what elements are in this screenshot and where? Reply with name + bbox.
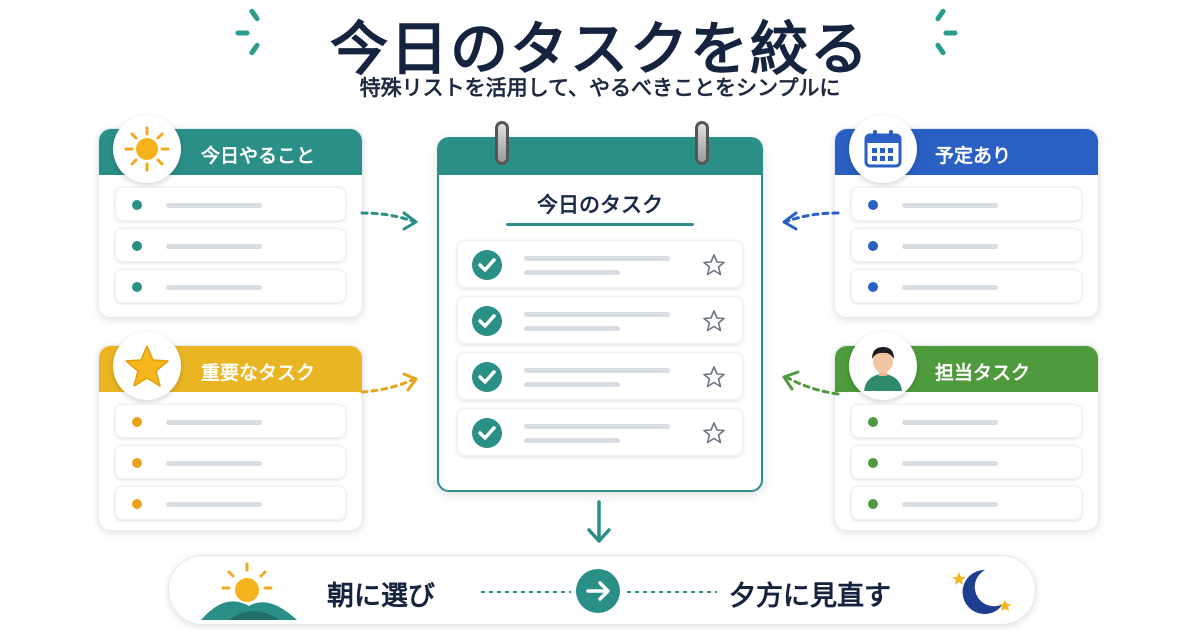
- moon-stars-icon: [952, 569, 1011, 614]
- list-item: [115, 269, 346, 303]
- page-title: 今日のタスクを絞る: [329, 15, 870, 83]
- title-underline: [506, 223, 694, 226]
- list-item: [115, 445, 346, 479]
- sun-icon: [113, 115, 181, 183]
- list-card-important-label: 重要なタスク: [201, 362, 316, 384]
- arrow-down-icon: [587, 500, 611, 543]
- check-icon[interactable]: [472, 362, 502, 392]
- calendar-icon: [849, 115, 917, 183]
- list-card-assigned[interactable]: 担当タスク: [834, 332, 1099, 531]
- dashed-line-left: [481, 591, 571, 593]
- star-outline-icon[interactable]: [702, 309, 726, 333]
- list-item: [851, 486, 1082, 520]
- star-icon: [113, 332, 181, 400]
- list-card-planned[interactable]: 予定あり: [834, 115, 1099, 318]
- page-subtitle: 特殊リストを活用して、やるべきことをシンプルに: [359, 76, 841, 100]
- list-item: [851, 187, 1082, 221]
- check-icon[interactable]: [472, 250, 502, 280]
- list-item: [851, 228, 1082, 262]
- title-right-sparkle: [928, 7, 958, 58]
- list-card-today[interactable]: 今日やること: [98, 115, 363, 318]
- binder-ring-right: [695, 121, 709, 165]
- person-avatar-icon: [849, 332, 917, 400]
- arrow-important-to-center-icon: [360, 372, 418, 394]
- evening-label: 夕方に見直す: [729, 581, 891, 612]
- task-row[interactable]: [457, 240, 743, 288]
- arrow-assigned-to-center-icon: [782, 370, 840, 396]
- list-item: [115, 187, 346, 221]
- today-task-list-header: [439, 139, 761, 175]
- arrow-right-icon: [576, 569, 620, 613]
- today-task-list[interactable]: 今日のタスク: [437, 121, 763, 492]
- list-item: [115, 404, 346, 438]
- star-outline-icon[interactable]: [702, 253, 726, 277]
- sunrise-mountain-icon: [201, 562, 297, 620]
- list-item: [851, 404, 1082, 438]
- list-item: [115, 486, 346, 520]
- task-row[interactable]: [457, 408, 743, 456]
- routine-bar: 朝に選び 夕方に見直す: [168, 555, 1036, 625]
- list-item: [851, 269, 1082, 303]
- binder-ring-left: [495, 121, 509, 165]
- list-card-important[interactable]: 重要なタスク: [98, 332, 363, 531]
- check-icon[interactable]: [472, 418, 502, 448]
- star-outline-icon[interactable]: [702, 421, 726, 445]
- star-outline-icon[interactable]: [702, 365, 726, 389]
- arrow-planned-to-center-icon: [782, 211, 840, 231]
- morning-label: 朝に選び: [327, 581, 435, 612]
- arrow-today-to-center-icon: [360, 211, 418, 231]
- today-task-list-title: 今日のタスク: [537, 193, 663, 217]
- check-icon[interactable]: [472, 306, 502, 336]
- dashed-line-right: [627, 591, 717, 593]
- list-card-planned-label: 予定あり: [935, 145, 1012, 167]
- task-row[interactable]: [457, 296, 743, 344]
- list-item: [115, 228, 346, 262]
- list-item: [851, 445, 1082, 479]
- list-card-today-label: 今日やること: [201, 145, 316, 167]
- task-row[interactable]: [457, 352, 743, 400]
- list-card-assigned-label: 担当タスク: [935, 362, 1031, 384]
